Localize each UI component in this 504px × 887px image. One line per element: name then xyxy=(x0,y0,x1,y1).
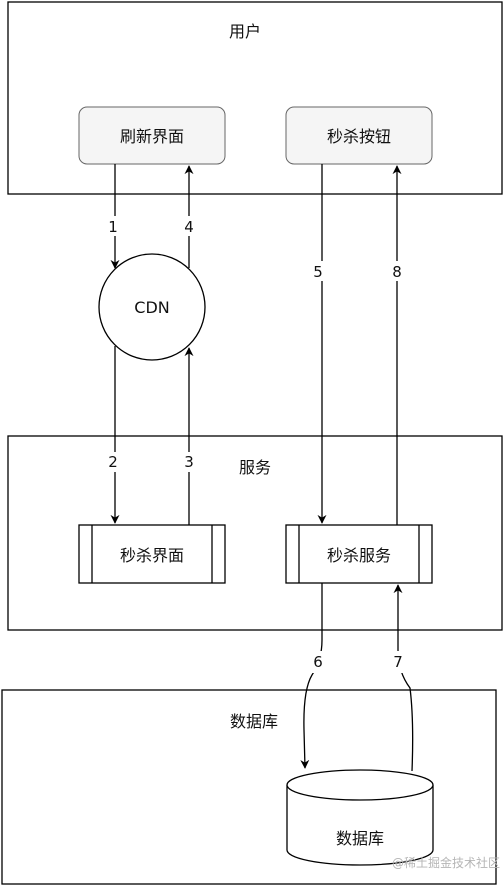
seckill-page-label: 秒杀界面 xyxy=(120,546,184,565)
seckill-page-node: 秒杀界面 xyxy=(78,524,226,584)
edge-5-label: 5 xyxy=(313,263,323,281)
edge-1-label: 1 xyxy=(108,218,118,236)
edge-4-label: 4 xyxy=(184,218,194,236)
seckill-service-node: 秒杀服务 xyxy=(285,524,433,584)
database-label: 数据库 xyxy=(336,829,384,848)
edge-8-label: 8 xyxy=(392,263,402,281)
edge-6 xyxy=(300,583,323,769)
refresh-page-node: 刷新界面 xyxy=(78,106,226,165)
user-region-label: 用户 xyxy=(229,22,261,41)
database-region-label: 数据库 xyxy=(230,712,278,731)
database-cylinder: 数据库 xyxy=(286,769,434,866)
edge-7-label: 7 xyxy=(393,653,403,671)
cdn-label: CDN xyxy=(134,298,169,317)
edge-2-label: 2 xyxy=(108,453,118,471)
seckill-button-label: 秒杀按钮 xyxy=(327,127,391,146)
service-region-label: 服务 xyxy=(239,458,271,477)
seckill-button-node: 秒杀按钮 xyxy=(285,106,433,165)
watermark: @稀土掘金技术社区 xyxy=(392,855,500,870)
cdn-node: CDN xyxy=(98,253,206,361)
edge-6-label: 6 xyxy=(313,653,323,671)
refresh-page-label: 刷新界面 xyxy=(120,127,184,146)
edge-3-label: 3 xyxy=(184,453,194,471)
user-region: 用户 xyxy=(7,1,503,195)
seckill-service-label: 秒杀服务 xyxy=(327,546,391,565)
